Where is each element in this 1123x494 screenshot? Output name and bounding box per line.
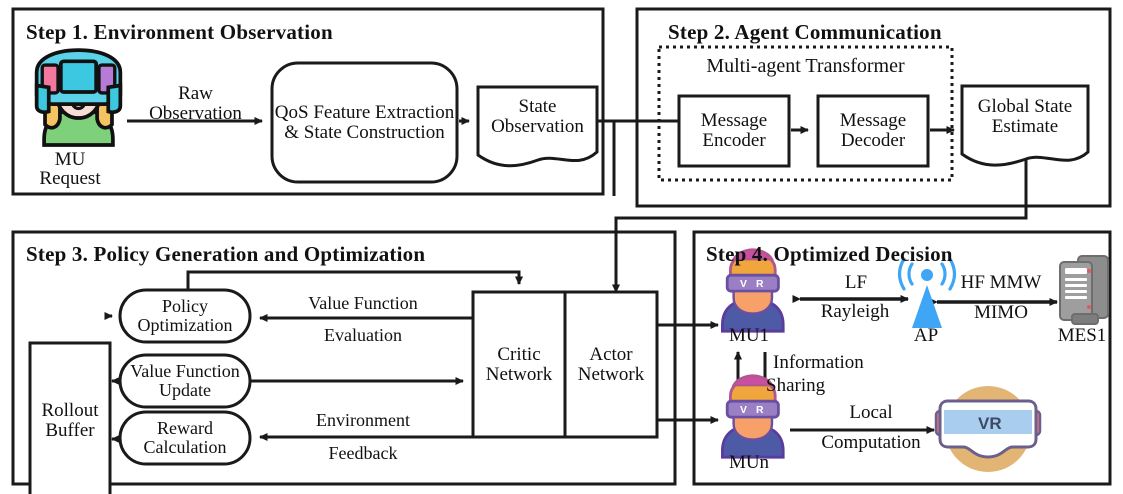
reward-calculation-label: Reward Calculation xyxy=(143,418,227,457)
vr-user-icon xyxy=(34,48,123,147)
message-encoder-box xyxy=(677,94,791,168)
message-decoder-box xyxy=(816,94,930,168)
mes1-label: MES1 xyxy=(1057,325,1107,346)
connector-global-to-actor xyxy=(611,160,1028,294)
feedback-label: Feedback xyxy=(328,443,398,463)
link-computation-label: Computation xyxy=(821,432,921,453)
critic-network-box xyxy=(471,290,567,439)
mu-request-label: MU Request xyxy=(39,149,101,190)
policy-optimization-box xyxy=(118,288,252,344)
actor-network-label: Actor Network xyxy=(577,343,645,385)
step3-title: Step 3. Policy Generation and Optimizati… xyxy=(26,242,426,266)
link-lf-label: LF xyxy=(844,272,868,293)
link-sharing-label: Sharing xyxy=(766,375,826,396)
qos-process-box xyxy=(270,61,459,184)
link-information-label: Information xyxy=(773,352,864,373)
transformer-group xyxy=(657,45,954,182)
policy-optimization-label: Policy Optimization xyxy=(137,296,233,335)
global-state-estimate-label: Global State Estimate xyxy=(977,96,1073,137)
link-rayleigh-label: Rayleigh xyxy=(820,301,890,322)
transformer-group-label: Multi-agent Transformer xyxy=(706,55,905,77)
svg-text:V: V xyxy=(740,405,747,416)
mu1-icon: V R xyxy=(721,248,785,333)
mu1-label: MU1 xyxy=(728,325,770,346)
rollout-buffer-label: Rollout Buffer xyxy=(41,399,99,441)
arrow-policy-to-critic xyxy=(186,270,524,290)
mun-label: MUn xyxy=(728,452,770,473)
raw-observation-label: Raw Observation xyxy=(149,83,242,124)
state-observation-shape xyxy=(476,85,599,168)
svg-text:R: R xyxy=(756,405,764,416)
svg-text:VR: VR xyxy=(978,414,1002,433)
critic-network-label: Critic Network xyxy=(485,343,553,385)
vr-headset-device-icon: VR xyxy=(934,386,1042,472)
state-observation-label: State Observation xyxy=(491,96,584,137)
mes1-icon xyxy=(1059,255,1109,325)
ap-label: AP xyxy=(913,325,939,346)
global-state-shape xyxy=(960,84,1090,167)
link-mimo-label: MIMO xyxy=(974,302,1028,323)
message-decoder-label: Message Decoder xyxy=(839,110,907,151)
ap-icon xyxy=(897,257,957,328)
link-local-label: Local xyxy=(849,402,893,423)
evaluation-label: Evaluation xyxy=(324,325,402,345)
step2-title: Step 2. Agent Communication xyxy=(668,20,942,44)
step4-title: Step 4. Optimized Decision xyxy=(706,242,953,266)
rollout-buffer-box xyxy=(28,341,112,494)
message-encoder-label: Message Encoder xyxy=(700,110,768,151)
step1-title: Step 1. Environment Observation xyxy=(26,20,333,44)
svg-text:R: R xyxy=(756,279,764,290)
svg-text:V: V xyxy=(740,279,747,290)
value-function-update-label: Value Function Update xyxy=(130,361,240,400)
actor-network-box xyxy=(563,290,659,439)
qos-process-label: QoS Feature Extraction & State Construct… xyxy=(274,101,455,143)
environment-label: Environment xyxy=(316,410,410,430)
link-hf-mmw-label: HF MMW xyxy=(960,272,1042,293)
mun-icon: V R xyxy=(721,374,785,459)
value-function-label: Value Function xyxy=(308,293,418,313)
